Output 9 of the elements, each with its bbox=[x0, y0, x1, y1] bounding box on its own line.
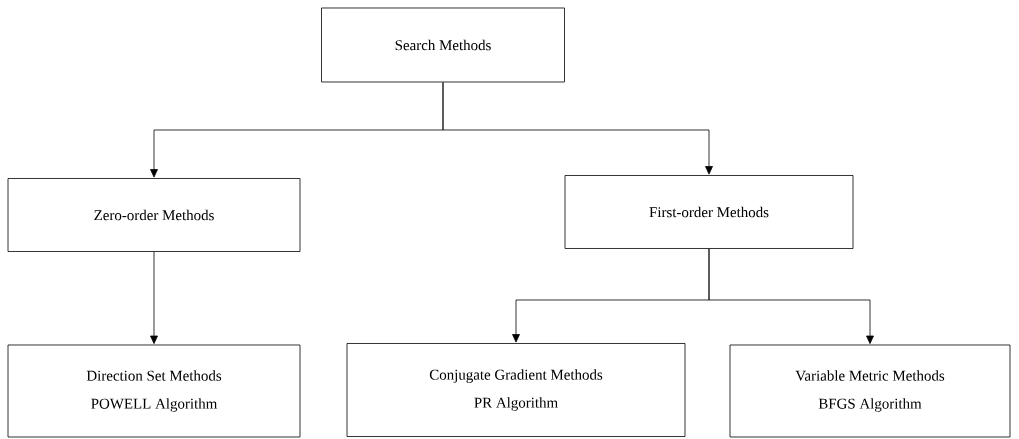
method-box: Search Methods bbox=[321, 7, 565, 83]
method-box: Conjugate Gradient Methods PR Algorithm bbox=[346, 343, 686, 437]
method-box: Zero-order Methods bbox=[7, 178, 301, 252]
arrow bbox=[150, 251, 158, 344]
method-box: Variable Metric Methods BFGS Algorithm bbox=[729, 344, 1011, 438]
arrow bbox=[708, 248, 874, 344]
arrow bbox=[442, 82, 713, 175]
method-box: Direction Set Methods POWELL Algorithm bbox=[7, 344, 301, 438]
method-box: First-order Methods bbox=[564, 175, 854, 249]
